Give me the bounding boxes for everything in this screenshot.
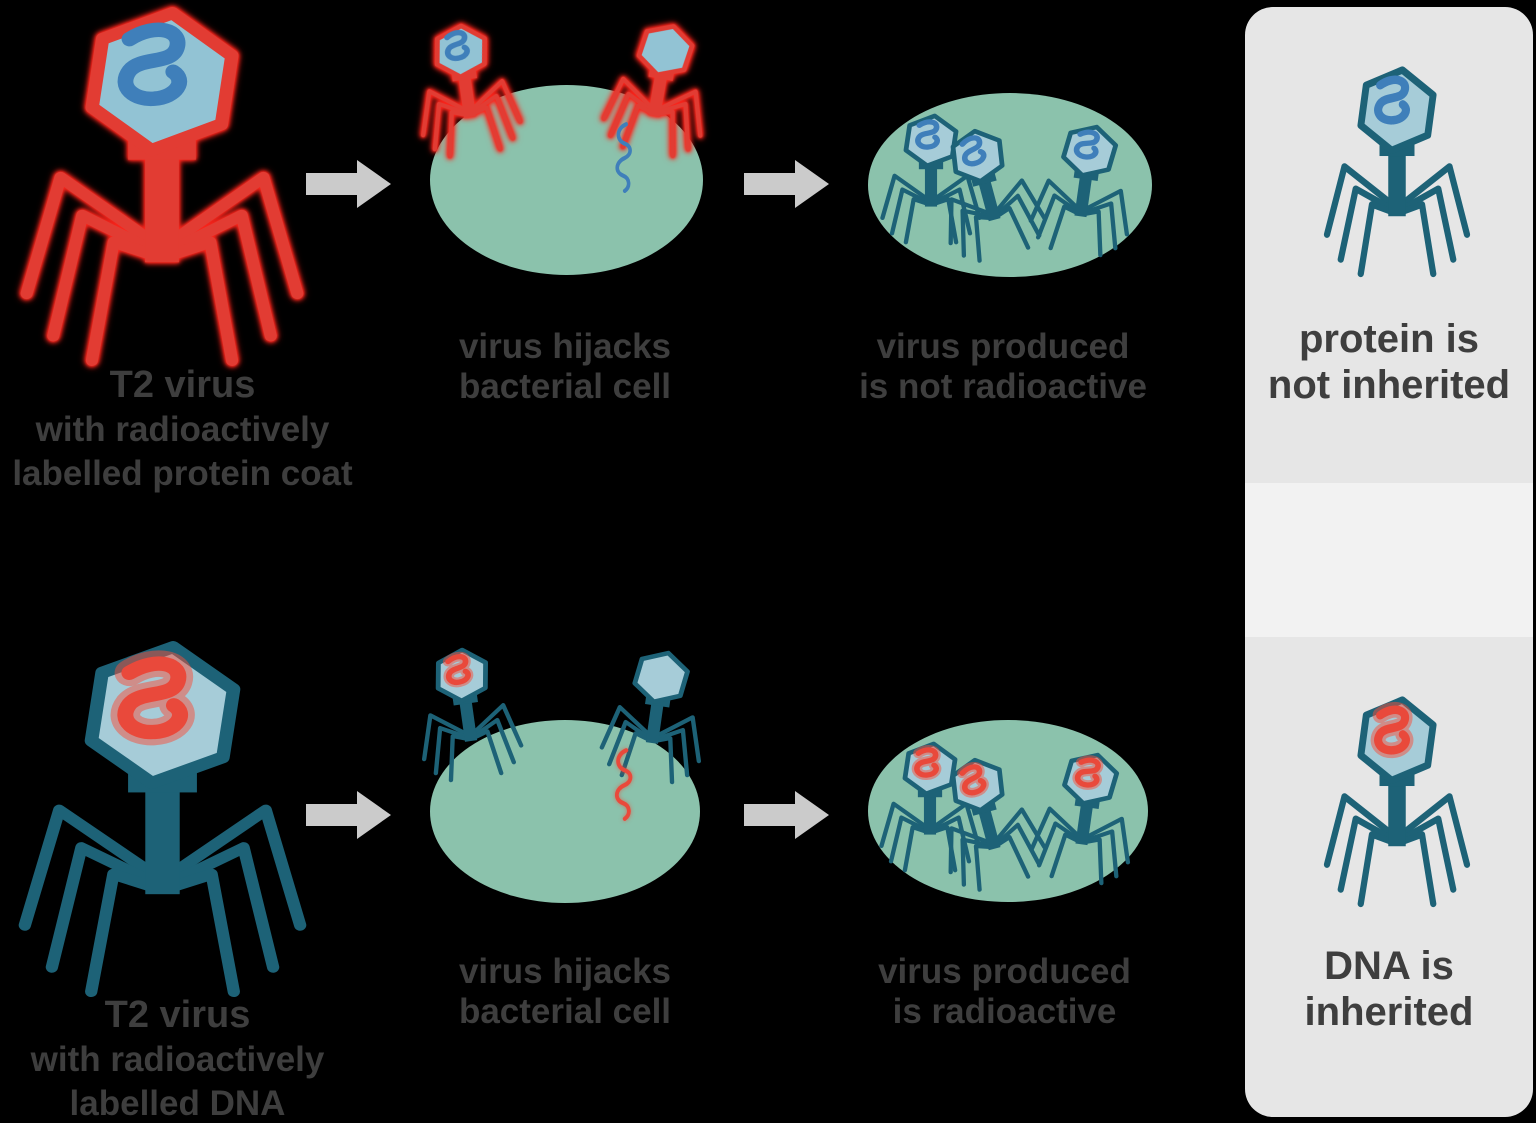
hijack-line2: bacterial cell bbox=[458, 992, 672, 1031]
result-line2: not inherited bbox=[1267, 363, 1511, 407]
hijack-label-2: virus hijacks bacterial cell bbox=[419, 952, 711, 1032]
virus-sub-line2: labelled DNA bbox=[69, 1084, 286, 1123]
produced-virus-icon bbox=[1027, 116, 1142, 259]
virus-label-dna: T2 virus with radioactively labelled DNA bbox=[0, 993, 355, 1123]
result-line1: protein is bbox=[1298, 317, 1480, 361]
virus-title: T2 virus bbox=[109, 364, 256, 406]
result-panel-connector bbox=[1245, 483, 1533, 637]
arrow-right-icon bbox=[306, 790, 392, 840]
result-virus-dna-icon bbox=[1327, 695, 1467, 904]
attached-virus-icon bbox=[409, 640, 525, 784]
result-virus-protein-icon bbox=[1327, 65, 1467, 274]
hijack-line1: virus hijacks bbox=[458, 327, 672, 366]
t2-virus-labelled-dna-icon bbox=[24, 638, 301, 992]
hijack-label-1: virus hijacks bacterial cell bbox=[419, 327, 711, 407]
injected-dna-blue-icon bbox=[617, 124, 631, 191]
hijack-line1: virus hijacks bbox=[458, 952, 672, 991]
produced-line2: is radioactive bbox=[892, 992, 1117, 1031]
arrow-right-icon bbox=[744, 790, 830, 840]
arrow-right-icon bbox=[306, 159, 392, 209]
arrow-right-icon bbox=[744, 159, 830, 209]
result-label-protein: protein is not inherited bbox=[1245, 316, 1533, 408]
produced-virus-icon bbox=[1028, 744, 1143, 887]
virus-label-protein: T2 virus with radioactively labelled pro… bbox=[0, 363, 365, 496]
virus-sub-line1: with radioactively bbox=[35, 410, 330, 449]
produced-label-1: virus produced is not radioactive bbox=[853, 327, 1153, 407]
bacterial-cell-3 bbox=[430, 720, 700, 903]
virus-sub-line1: with radioactively bbox=[30, 1040, 325, 1079]
produced-line2: is not radioactive bbox=[859, 367, 1147, 406]
result-line1: DNA is bbox=[1324, 944, 1454, 988]
result-line2: inherited bbox=[1304, 990, 1474, 1034]
hijack-line2: bacterial cell bbox=[458, 367, 672, 406]
injected-dna-red-icon bbox=[616, 750, 631, 819]
produced-line1: virus produced bbox=[876, 327, 1130, 366]
t2-virus-labelled-protein-icon bbox=[26, 4, 298, 361]
virus-sub-line2: labelled protein coat bbox=[12, 454, 353, 493]
result-label-dna: DNA is inherited bbox=[1245, 943, 1533, 1035]
attached-virus-icon bbox=[408, 16, 524, 160]
produced-line1: virus produced bbox=[878, 952, 1131, 991]
produced-label-2: virus produced is radioactive bbox=[852, 952, 1157, 1032]
bacterial-cell-1 bbox=[430, 85, 703, 275]
virus-title: T2 virus bbox=[104, 994, 251, 1036]
